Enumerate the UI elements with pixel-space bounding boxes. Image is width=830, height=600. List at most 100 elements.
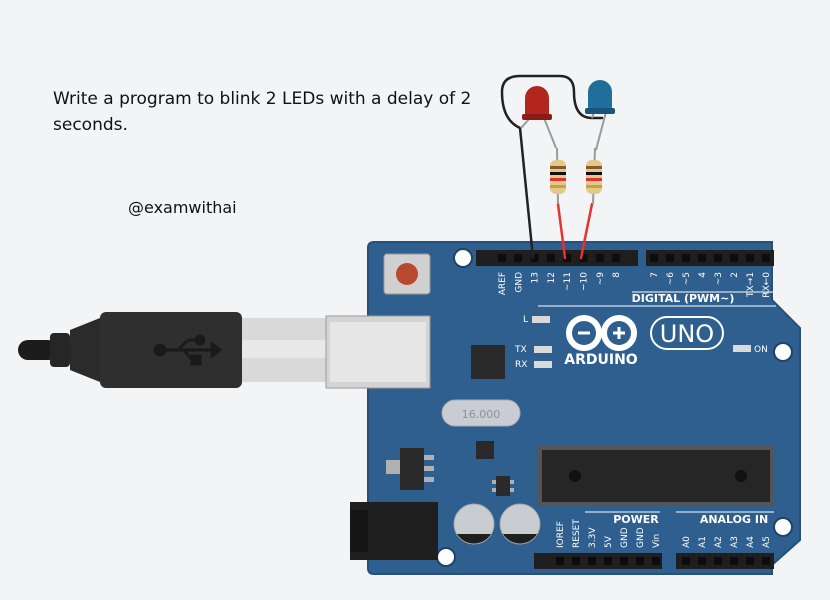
header-socket [514, 254, 523, 262]
header-socket [572, 557, 580, 565]
power-header-label: POWER [613, 513, 659, 526]
analog-header [676, 553, 774, 569]
pin-label: GND [636, 527, 646, 548]
onboard-led-tx [534, 346, 552, 353]
wire-pin11 [579, 202, 594, 260]
digital-pin-label: 12 [547, 272, 557, 283]
header-socket [636, 557, 644, 565]
transistor [492, 476, 514, 496]
pin-label: A0 [682, 536, 692, 548]
resistor [550, 147, 566, 205]
pin-label: A1 [698, 536, 708, 548]
header-socket [556, 557, 564, 565]
usb-controller-chip [471, 345, 505, 379]
digital-pin-label: ~10 [580, 272, 590, 291]
pin-label: A3 [730, 536, 740, 548]
led-l-label: L [523, 315, 528, 325]
digital-pin-label: GND [514, 272, 524, 293]
digital-pin-label: ~5 [682, 272, 692, 285]
header-socket [666, 254, 674, 262]
header-socket [620, 557, 628, 565]
pin-label: RESET [572, 519, 582, 548]
arduino-logo-icon [566, 315, 637, 351]
led-rx-label: RX [515, 360, 527, 370]
capacitor [453, 503, 495, 545]
digital-pin-label: ~3 [714, 272, 724, 285]
header-socket [546, 254, 555, 262]
pin-label: A2 [714, 536, 724, 548]
led-on-label: ON [754, 345, 768, 355]
header-socket [746, 557, 754, 565]
header-socket [652, 557, 660, 565]
header-socket [604, 557, 612, 565]
digital-pin-label: RX←0 [762, 272, 772, 298]
header-socket [612, 254, 621, 262]
blue-led [585, 80, 615, 151]
arduino-board: 16.000 [325, 241, 801, 575]
pin-label: IOREF [556, 521, 566, 548]
pin-label: A4 [746, 536, 756, 548]
digital-header-label: DIGITAL (PWM~) [632, 292, 735, 305]
mounting-hole [773, 517, 793, 537]
reset-button[interactable] [383, 253, 431, 295]
digital-pin-label: TX→1 [746, 272, 756, 298]
analog-header-label: ANALOG IN [700, 513, 768, 526]
digital-header [476, 250, 774, 266]
digital-pin-label: ~11 [563, 272, 573, 291]
usb-cable [18, 312, 328, 388]
header-socket [714, 254, 722, 262]
mounting-hole [773, 342, 793, 362]
header-socket [698, 254, 706, 262]
brand-label: ARDUINO [564, 352, 638, 368]
resistor [586, 147, 602, 205]
digital-pin-label: 4 [698, 272, 708, 278]
digital-pin-label: 7 [650, 272, 660, 278]
mounting-hole [453, 248, 473, 268]
voltage-regulator [386, 448, 434, 490]
pin-label: 3.3V [588, 527, 598, 548]
header-socket [730, 557, 738, 565]
model-badge [650, 316, 724, 350]
digital-pin-label: 8 [612, 272, 622, 278]
header-socket [730, 254, 738, 262]
red-led [520, 86, 557, 149]
header-socket [682, 254, 690, 262]
header-socket [579, 254, 588, 262]
header-socket [563, 254, 572, 262]
digital-pin-label: 13 [531, 272, 541, 283]
pin-label: A5 [762, 536, 772, 548]
header-socket [498, 254, 506, 262]
onboard-led-on [733, 345, 751, 352]
header-socket [530, 254, 539, 262]
model-label: UNO [660, 320, 714, 348]
digital-pin-label: 2 [730, 272, 740, 278]
capacitor [499, 503, 541, 545]
pin-label: GND [620, 527, 630, 548]
header-socket [595, 254, 604, 262]
crystal-label: 16.000 [462, 408, 501, 421]
author-handle: @examwithai [128, 198, 237, 217]
header-socket [762, 557, 770, 565]
power-header [534, 553, 662, 569]
pin-label: Vin [652, 534, 662, 548]
pin-label: 5V [604, 535, 614, 548]
header-socket [588, 557, 596, 565]
header-socket [698, 557, 706, 565]
wire-pin12 [556, 202, 567, 260]
microcontroller-chip [538, 446, 774, 506]
crystal-oscillator [441, 399, 521, 427]
onboard-led-l [532, 316, 550, 323]
header-socket [762, 254, 770, 262]
mounting-hole [436, 547, 456, 567]
header-socket [714, 557, 722, 565]
header-socket [746, 254, 754, 262]
header-socket [682, 557, 690, 565]
problem-statement: Write a program to blink 2 LEDs with a d… [53, 89, 472, 135]
small-chip [476, 441, 494, 459]
digital-pin-label: AREF [498, 272, 508, 295]
header-socket [650, 254, 658, 262]
digital-pin-label: ~9 [596, 272, 606, 286]
dc-power-jack [350, 502, 438, 560]
usb-icon [153, 334, 223, 366]
wires [500, 74, 604, 260]
